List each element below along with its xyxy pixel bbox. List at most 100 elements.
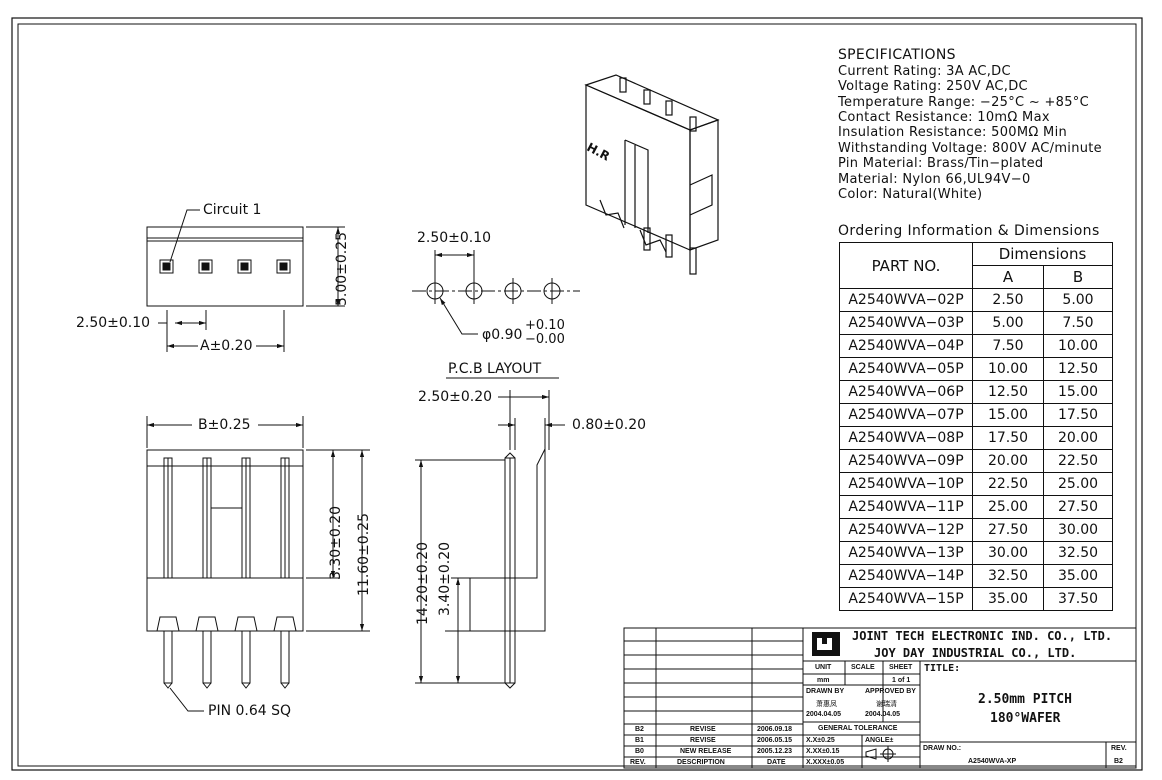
col-rev-header: REV. [630,759,646,766]
ordering-cell-b: 17.50 [1043,403,1113,427]
ordering-cell-part: A2540WVA−02P [839,288,973,312]
ordering-cell-b: 25.00 [1043,472,1113,496]
height-1160-dimension: 11.60±0.25 [356,513,372,596]
revision-date-3: 2005.12.23 [757,748,793,755]
dimensions-header: Dimensions [972,242,1113,266]
top-view [146,209,345,352]
ordering-cell-part: A2540WVA−05P [839,357,973,381]
ordering-cell-b: 22.50 [1043,449,1113,473]
rev-value: B2 [1114,758,1123,765]
spec-line-2: Voltage Rating: 250V AC,DC [838,79,1028,94]
height-1420-dimension: 14.20±0.20 [415,542,431,625]
height-330-dimension: 3.30±0.20 [328,505,344,580]
ordering-cell-b: 35.00 [1043,564,1113,588]
company-name-2: JOY DAY INDUSTRIAL CO., LTD. [874,646,1077,660]
general-tolerance-label: GENERAL TOLERANCE [818,725,898,732]
unit-value: mm [817,677,830,684]
ordering-cell-b: 37.50 [1043,587,1113,611]
title-block-lines [623,627,1137,769]
draw-no-label: DRAW NO.: [923,745,962,752]
ordering-cell-b: 10.00 [1043,334,1113,358]
ordering-cell-part: A2540WVA−10P [839,472,973,496]
pin-offset-dimension: 0.80±0.20 [572,417,647,433]
col-date-header: DATE [767,759,786,766]
ordering-cell-a: 15.00 [972,403,1044,427]
ordering-title: Ordering Information & Dimensions [838,223,1100,239]
ordering-cell-a: 27.50 [972,518,1044,542]
hole-tolerance-plus: +0.10 [525,318,565,333]
col-b-header: B [1043,265,1113,289]
part-no-header: PART NO. [839,242,973,289]
revision-date-1: 2006.09.18 [757,726,793,733]
company-logo [812,632,840,656]
col-description-header: DESCRIPTION [677,759,725,766]
ordering-cell-part: A2540WVA−03P [839,311,973,335]
title-line-2: 180°WAFER [990,711,1061,726]
sheet-value: 1 of 1 [892,677,911,684]
draw-no-value: A2540WVA-XP [968,758,1017,765]
dimension-b: B±0.25 [198,417,251,433]
ordering-cell-part: A2540WVA−13P [839,541,973,565]
approved-by-label: APPROVED BY [865,688,916,695]
spec-line-1: Current Rating: 3A AC,DC [838,64,1011,79]
title-label: TITLE: [924,663,961,674]
revision-desc-2: REVISE [690,737,716,744]
spec-line-6: Withstanding Voltage: 800V AC/minute [838,141,1102,156]
ordering-cell-part: A2540WVA−08P [839,426,973,450]
pcb-layout-view [412,250,580,379]
scale-label: SCALE [851,664,875,671]
tolerance-1: X.X±0.25 [806,737,835,744]
revision-rev-3: B0 [635,748,644,755]
revision-desc-3: NEW RELEASE [680,748,732,755]
side-view [415,390,565,689]
height-340-dimension: 3.40±0.20 [437,541,453,616]
ordering-cell-a: 25.00 [972,495,1044,519]
drawn-by-name: 萧惠凤 [816,701,837,708]
approved-by-date: 2004.04.05 [865,711,901,718]
tolerance-2: X.XX±0.15 [806,748,840,755]
ordering-cell-b: 7.50 [1043,311,1113,335]
ordering-cell-b: 15.00 [1043,380,1113,404]
dimension-a: A±0.20 [200,338,253,354]
ordering-cell-a: 5.00 [972,311,1044,335]
ordering-cell-part: A2540WVA−04P [839,334,973,358]
spec-line-8: Material: Nylon 66,UL94V−0 [838,172,1031,187]
revision-rev-2: B1 [635,737,644,744]
ordering-cell-a: 20.00 [972,449,1044,473]
title-line-1: 2.50mm PITCH [978,692,1072,707]
sheet-label: SHEET [889,664,913,671]
ordering-cell-part: A2540WVA−15P [839,587,973,611]
spec-line-5: Insulation Resistance: 500MΩ Min [838,125,1068,140]
ordering-cell-part: A2540WVA−11P [839,495,973,519]
ordering-cell-a: 12.50 [972,380,1044,404]
angle-label: ANGLE± [865,737,894,744]
rev-label: REV. [1111,745,1127,752]
top-height-dimension: 5.00±0.25 [334,231,350,306]
hole-tolerance-minus: −0.00 [525,332,565,347]
front-view [146,416,370,712]
ordering-cell-a: 17.50 [972,426,1044,450]
ordering-cell-b: 12.50 [1043,357,1113,381]
ordering-cell-b: 30.00 [1043,518,1113,542]
ordering-cell-part: A2540WVA−12P [839,518,973,542]
ordering-cell-a: 7.50 [972,334,1044,358]
pcb-layout-label: P.C.B LAYOUT [448,361,542,377]
revision-desc-1: REVISE [690,726,716,733]
hole-diameter: φ0.90 [482,327,523,343]
pin-size-note: PIN 0.64 SQ [208,703,292,719]
ordering-cell-a: 10.00 [972,357,1044,381]
